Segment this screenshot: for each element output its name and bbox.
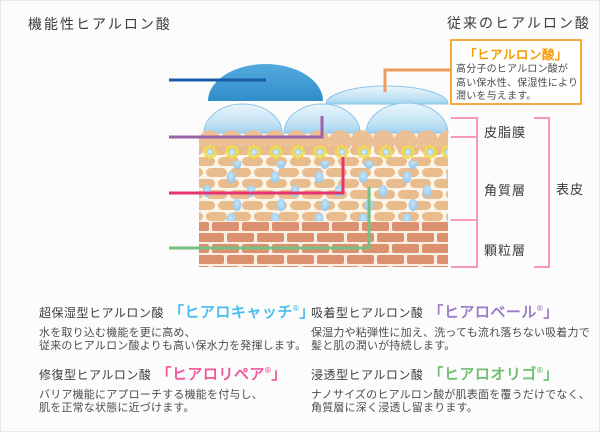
callout-line-2: 高い保水性、保湿性により	[456, 77, 579, 89]
moisture-droplets	[199, 161, 448, 221]
layer-brackets	[451, 117, 550, 268]
product-heading: 吸着型ヒアルロン酸「ヒアロベール®」	[311, 301, 583, 322]
product-description: ナノサイズのヒアルロン酸が肌表面を覆うだけでなく、 角質層に深く浸透し留まります…	[311, 389, 591, 414]
product-block-hyalo-catch: 超保湿型ヒアルロン酸「ヒアロキャッチ®」 水を取り込む機能を更に高め、 従来のヒ…	[39, 301, 314, 353]
title-conventional-ha: 従来のヒアルロン酸	[447, 15, 591, 31]
epidermis-bracket	[534, 117, 550, 268]
connector-hyalo-repair	[169, 157, 345, 195]
product-description: バリア機能にアプローチする機能を付与し、 肌を正常な状態に近づけます。	[39, 389, 263, 414]
product-type-label: 超保湿型ヒアルロン酸	[39, 306, 164, 320]
functional-ha-drop-large	[208, 64, 323, 101]
ha-drop-right	[365, 102, 449, 134]
label-sebum-film: 皮脂膜	[484, 125, 527, 140]
product-block-hyalo-veil: 吸着型ヒアルロン酸「ヒアロベール®」 保湿力や粘弾性に加え、洗っても流れ落ちない…	[311, 301, 590, 353]
product-heading: 浸透型ヒアルロン酸「ヒアロオリゴ®」	[311, 363, 583, 384]
label-granular-layer: 顆粒層	[484, 243, 527, 258]
callout-line-3: 潤いを与えます。	[456, 91, 537, 102]
label-epidermis: 表皮	[556, 182, 585, 197]
callout-title: 「ヒアルロン酸」	[464, 48, 568, 62]
connector-hyaluronic-acid	[383, 68, 450, 92]
callout-line-1: 高分子のヒアルロン酸が	[456, 64, 569, 75]
product-name: 「ヒアロベール®」	[428, 304, 559, 321]
conventional-ha-drop-wide	[325, 85, 449, 105]
product-description: 水を取り込む機能を更に高め、 従来のヒアルロン酸よりも高い保水力を発揮します。	[39, 327, 307, 352]
connector-hyalo-veil	[169, 116, 324, 139]
product-name: 「ヒアロオリゴ®」	[428, 366, 559, 383]
product-type-label: 吸着型ヒアルロン酸	[311, 306, 424, 320]
hyaluronic-acid-callout: 「ヒアルロン酸」 高分子のヒアルロン酸が 高い保水性、保湿性により 潤いを与えま…	[450, 39, 582, 105]
product-heading: 超保湿型ヒアルロン酸「ヒアロキャッチ®」	[39, 301, 314, 322]
product-block-hyalo-oligo: 浸透型ヒアルロン酸「ヒアロオリゴ®」 ナノサイズのヒアルロン酸が肌表面を覆うだけ…	[311, 363, 591, 415]
product-block-hyalo-repair: 修復型ヒアルロン酸「ヒアロリペア®」 バリア機能にアプローチする機能を付与し、 …	[39, 363, 311, 415]
product-type-label: 浸透型ヒアルロン酸	[311, 368, 424, 382]
product-description: 保湿力や粘弾性に加え、洗っても流れ落ちない吸着力で 髪と肌の潤いが持続します。	[311, 327, 590, 352]
ha-drop-left	[203, 103, 283, 134]
product-heading: 修復型ヒアルロン酸「ヒアロリペア®」	[39, 363, 311, 384]
product-type-label: 修復型ヒアルロン酸	[39, 368, 152, 382]
hyaluronic-drops	[203, 64, 449, 134]
product-name: 「ヒアロリペア®」	[156, 366, 287, 383]
title-functional-ha: 機能性ヒアルロン酸	[28, 16, 172, 32]
label-stratum-corneum: 角質層	[484, 183, 527, 198]
connector-lines	[169, 68, 450, 250]
connector-hyalo-oligo	[169, 187, 371, 250]
product-name: 「ヒアロキャッチ®」	[168, 304, 315, 321]
granular-layer-bricks	[199, 221, 448, 267]
